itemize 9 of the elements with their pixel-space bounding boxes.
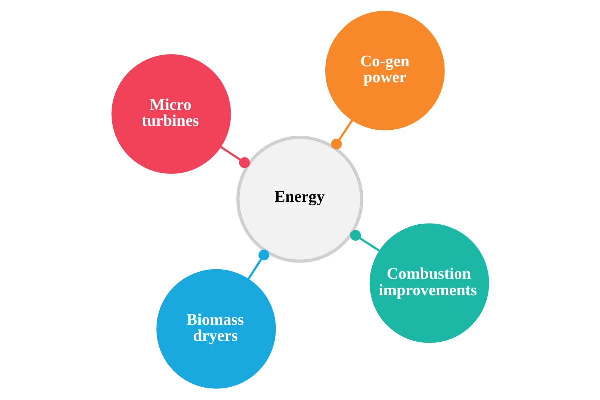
connector [350, 230, 381, 253]
node-circle: Biomass dryers [156, 269, 276, 389]
node-circle: Energy [236, 136, 364, 264]
node-circle: Co-gen power [324, 11, 444, 131]
connector [218, 146, 250, 168]
node-circle: Micro turbines [111, 54, 231, 174]
node-circle: Combustion improvements [369, 224, 489, 344]
connector [246, 250, 269, 281]
connector [330, 118, 354, 150]
